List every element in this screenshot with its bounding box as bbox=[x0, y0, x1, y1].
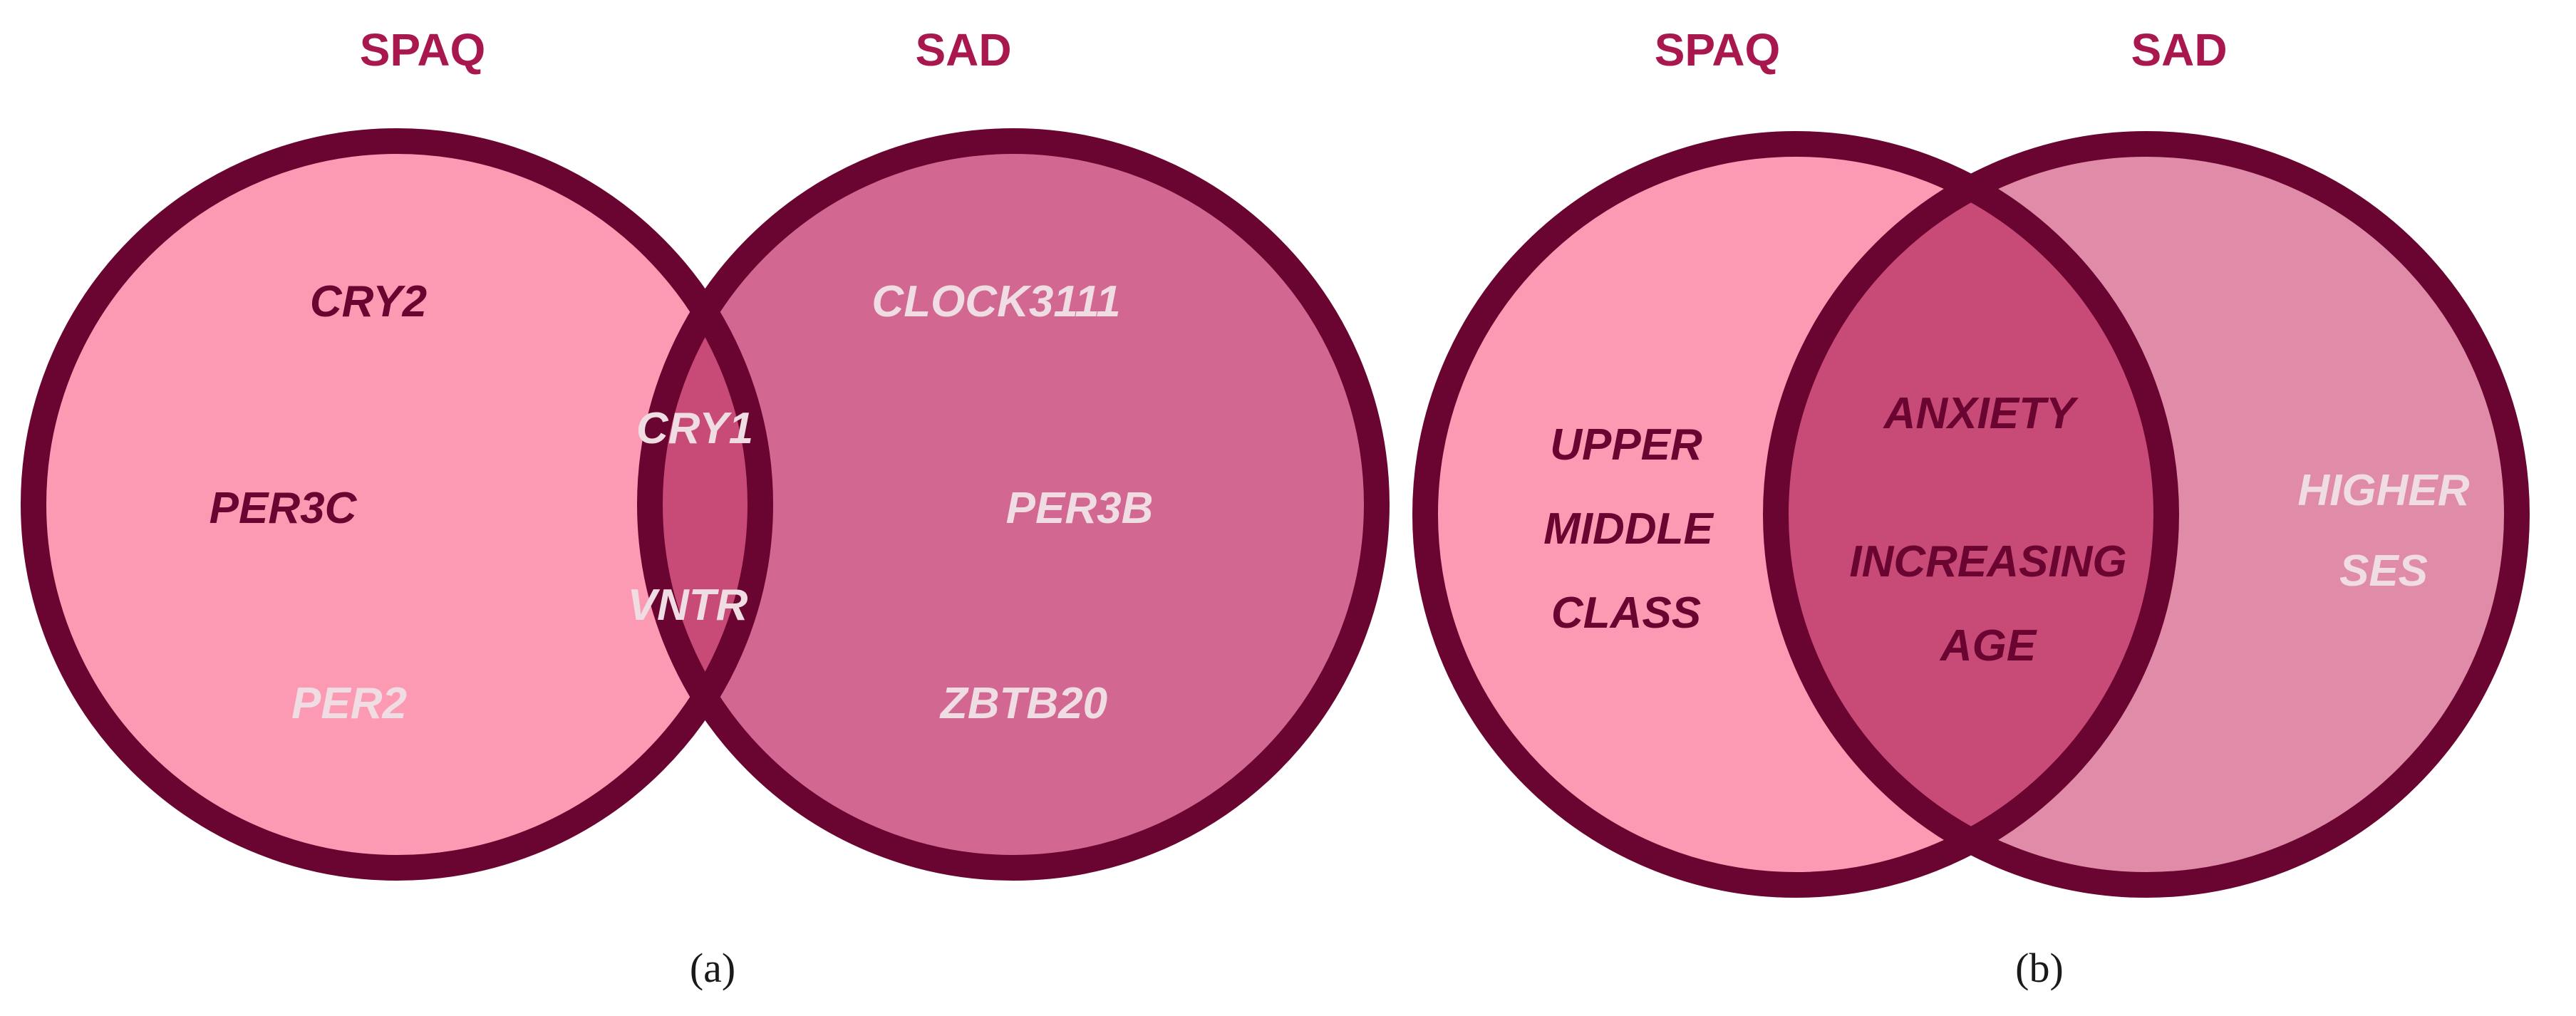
panel-a-left-circle-outline bbox=[21, 128, 773, 881]
panel-a-left-circle-fill bbox=[33, 141, 760, 868]
panel-b-left-item: UPPER bbox=[1550, 420, 1702, 470]
panel-b: SPAQ SAD UPPER MIDDLE CLASS ANXIETY INCR… bbox=[1412, 24, 2530, 991]
panel-a-right-item: PER3B bbox=[1006, 484, 1154, 533]
panel-a-left-title: SPAQ bbox=[360, 24, 486, 76]
panel-b-overlap-item: ANXIETY bbox=[1883, 389, 2079, 438]
panel-a-overlap-item: VNTR bbox=[628, 581, 748, 630]
panel-b-overlap-fill bbox=[1776, 144, 2166, 885]
panel-a-left-item: PER2 bbox=[291, 679, 407, 728]
panel-b-right-circle-outline bbox=[1763, 131, 2530, 898]
panel-b-right-item: HIGHER bbox=[2297, 466, 2469, 515]
panel-b-left-title: SPAQ bbox=[1655, 24, 1781, 76]
panel-b-right-title: SAD bbox=[2131, 24, 2227, 76]
panel-b-left-circle-outline bbox=[1412, 131, 2179, 898]
panel-a-right-item: CLOCK3111 bbox=[871, 277, 1120, 326]
panel-a-right-circle-fill bbox=[650, 141, 1377, 868]
panel-a-right-item: ZBTB20 bbox=[939, 679, 1107, 728]
panel-a-caption: (a) bbox=[690, 945, 735, 991]
panel-b-overlap-item: AGE bbox=[1939, 621, 2037, 670]
panel-a: SPAQ SAD CRY2 PER3C PER2 CRY1 VNTR CLOCK… bbox=[21, 24, 1390, 991]
panel-a-left-item: CRY2 bbox=[310, 277, 427, 326]
panel-b-left-item: CLASS bbox=[1551, 589, 1701, 638]
panel-b-overlap-item: INCREASING bbox=[1849, 537, 2126, 586]
panel-b-caption: (b) bbox=[2015, 945, 2064, 991]
panel-a-left-item: PER3C bbox=[210, 484, 358, 533]
panel-a-right-title: SAD bbox=[915, 24, 1011, 76]
panel-a-overlap-item: CRY1 bbox=[636, 404, 753, 453]
panel-b-left-item: MIDDLE bbox=[1543, 504, 1714, 554]
panel-b-right-item: SES bbox=[2339, 546, 2428, 596]
panel-a-right-circle-outline bbox=[637, 128, 1390, 881]
